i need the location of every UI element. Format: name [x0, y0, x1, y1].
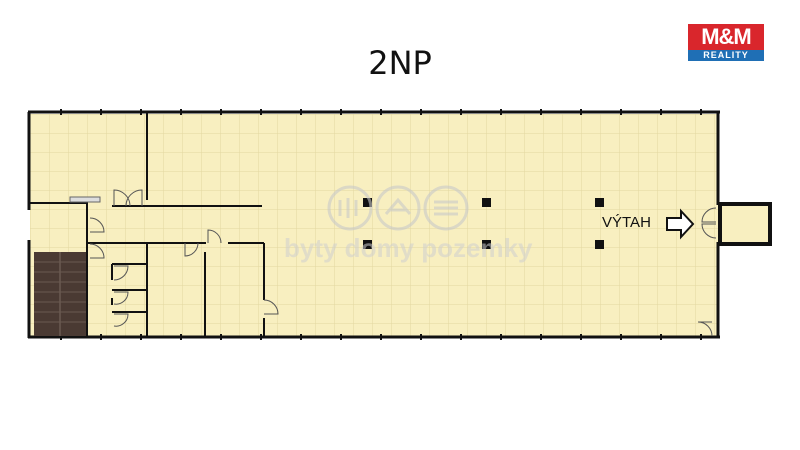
column-icon	[363, 198, 604, 249]
door-icon	[89, 189, 717, 337]
logo-sub: REALITY	[688, 50, 764, 61]
outer-walls	[27, 110, 720, 339]
floor-title: 2NP	[368, 44, 432, 82]
elevator-label: VÝTAH	[602, 214, 651, 231]
logo-brand: M&M	[688, 24, 764, 50]
mm-reality-logo: M&M REALITY	[688, 24, 764, 61]
watermark-text: byty domy pozemky	[284, 233, 533, 263]
stairs-icon	[34, 252, 86, 336]
arrow-right-icon	[666, 208, 695, 240]
fixture	[69, 196, 101, 203]
watermark-logo-icon	[327, 185, 469, 231]
floor-grid	[30, 114, 718, 336]
elevator-shaft	[718, 202, 772, 246]
window-marks	[60, 109, 702, 340]
interior-walls	[30, 113, 265, 336]
